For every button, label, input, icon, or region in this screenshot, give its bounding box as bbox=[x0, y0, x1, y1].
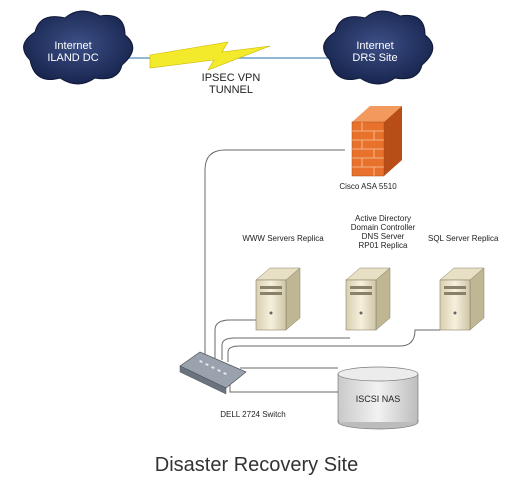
ad-server-line2: Domain Controller bbox=[350, 223, 416, 232]
www-server-icon bbox=[255, 267, 301, 331]
vpn-tunnel-label: IPSEC VPN TUNNEL bbox=[186, 72, 276, 96]
firewall-label: Cisco ASA 5510 bbox=[339, 182, 397, 191]
cloud-drs-label: Internet DRS Site bbox=[340, 40, 410, 64]
internet-cloud-iland bbox=[23, 10, 134, 85]
internet-cloud-drs bbox=[323, 10, 434, 85]
ad-server-label: Active Directory Domain Controller DNS S… bbox=[338, 214, 428, 250]
cloud-drs-line2: DRS Site bbox=[352, 52, 398, 64]
sql-server-icon bbox=[439, 267, 485, 331]
cloud-iland-label: Internet ILAND DC bbox=[38, 40, 108, 64]
switch-to-sql-line bbox=[227, 329, 440, 362]
cloud-drs-line1: Internet bbox=[356, 40, 394, 52]
ad-server-line4: RP01 Replica bbox=[358, 241, 408, 250]
switch-to-www-line bbox=[214, 319, 258, 358]
diagram-caption: Disaster Recovery Site bbox=[154, 454, 359, 476]
switch-icon bbox=[179, 351, 247, 395]
firewall-icon bbox=[351, 106, 402, 177]
ad-server-line3: DNS Server bbox=[361, 232, 405, 241]
firewall-to-switch-line bbox=[204, 149, 345, 360]
ad-server-icon bbox=[345, 267, 391, 331]
sql-server-label: SQL Server Replica bbox=[428, 234, 499, 243]
lightning-bolt-icon bbox=[149, 41, 271, 71]
ad-server-line1: Active Directory bbox=[354, 214, 411, 223]
vpn-tunnel-line1: IPSEC VPN bbox=[201, 72, 261, 84]
cloud-iland-line2: ILAND DC bbox=[47, 52, 99, 64]
nas-storage-icon bbox=[337, 366, 419, 430]
switch-label: DELL 2724 Switch bbox=[220, 410, 286, 419]
switch-to-nas-line-2 bbox=[229, 382, 338, 393]
nas-label: ISCSI NAS bbox=[355, 394, 401, 404]
switch-to-ad-line bbox=[221, 337, 350, 360]
vpn-tunnel-line2: TUNNEL bbox=[208, 84, 253, 96]
cloud-iland-line1: Internet bbox=[54, 40, 92, 52]
www-server-label: WWW Servers Replica bbox=[242, 234, 324, 243]
